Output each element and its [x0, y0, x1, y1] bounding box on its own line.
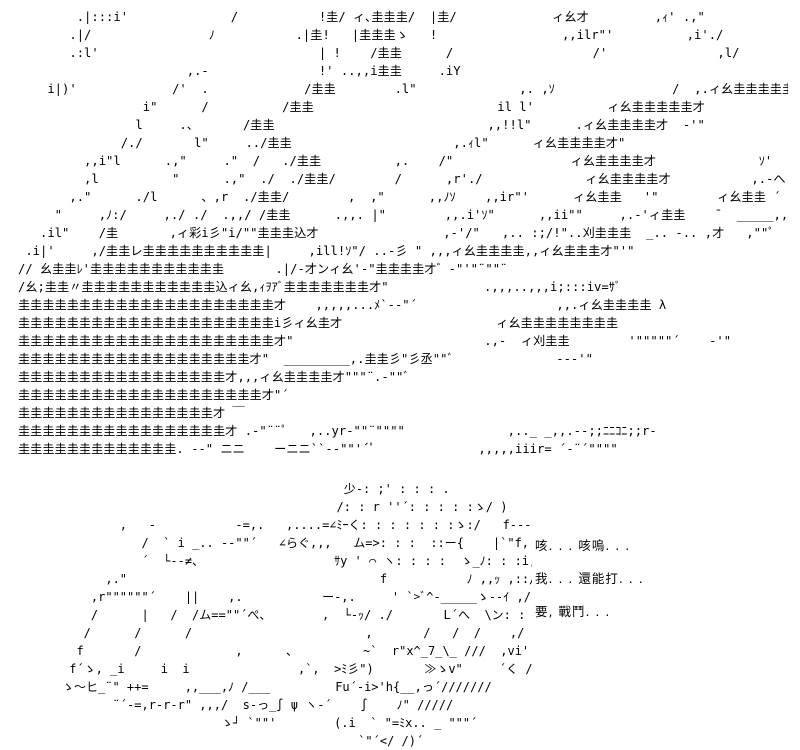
ascii-line: 圭圭圭圭圭圭圭圭圭圭圭圭圭圭圭圭才 ￣: [18, 406, 245, 420]
speed-lines-ascii-art: .|:::i' / !圭/ ィ､圭圭圭/ |圭/ ィ幺才 ,ｨ' .," ィ幺才…: [18, 8, 788, 470]
dialogue-line: 要, 戰鬥. . .: [535, 604, 611, 619]
ascii-line: ,." ./l 、,r ./圭圭/ , ," ,,ﾉｿ ,,ir"' ィ幺圭圭 …: [18, 190, 788, 204]
ascii-line: i|)' /' . /圭圭 .l" ,. ,ｿ / ,.ィ幺圭圭圭圭圭: [18, 82, 788, 96]
ascii-line: 圭圭圭圭圭圭圭圭圭圭圭圭圭圭圭圭圭圭圭圭圭i彡ィ幺圭才 ィ幺圭圭圭圭圭圭圭圭: [18, 316, 619, 330]
ascii-line: l .、 /圭圭 ,,!!l" .ィ幺圭圭圭圭才 -'": [18, 118, 705, 132]
ascii-line: i" / /圭圭 il l' ィ幺圭圭圭圭圭才: [18, 100, 705, 114]
ascii-line: / ` i _.. --""´ ∠らぐ,,, ム=>: : : ::ー{ |`"…: [62, 536, 530, 550]
ascii-line: f / , 、 ~` r"x^_7_\_ /// ,vi' /i: : / ヾ: [76, 644, 530, 658]
ascii-line: f´ゝ, _i i i ,`, >ﾐ彡") ≫ゝv" ´く //ﾍ/////: [62, 662, 532, 676]
ascii-line: /: : r ''´: : : : :ゝ/ ): [62, 500, 508, 514]
ascii-line: ¨´-=,r-r-r" ,,,/ s-っ_∫ ψ ヽ-´ ∫ ﾉ" /////: [62, 698, 454, 712]
ascii-line: /幺;圭圭〃圭圭圭圭圭圭圭圭圭圭圭込ィ幺,ｨｦｱﾞ圭圭圭圭圭圭圭才" .,,,.…: [18, 280, 621, 294]
ascii-line: .il" /圭 ,ィ彩i彡"i/""圭圭圭込才 ,-'/" ,.. :;/!".…: [18, 226, 775, 240]
ascii-line: ,,i"l .," ." / ./圭圭 ,. /" ィ幺圭圭圭圭才 ｿ': [18, 154, 773, 168]
ascii-line: // 幺圭圭ﾚ'圭圭圭圭圭圭圭圭圭圭圭 .|/-才ンィ幺'-"圭圭圭圭才゛-"'…: [18, 262, 508, 276]
ascii-line: ゝ〜ヒ_¨" ++= ,,___,ﾉ /___ Fu´-i>'h{__,っ´//…: [62, 680, 492, 694]
ascii-line: 圭圭圭圭圭圭圭圭圭圭圭圭圭圭圭圭圭圭圭才" _________,.圭圭彡"彡丞"…: [18, 352, 593, 366]
ascii-line: , - -=,. ,....=∠ﾐｰく: : : : : : :ゝ:/ f---…: [62, 518, 532, 532]
ascii-line: ,.- !' ..,,i圭圭 .iY i' rィ幺圭圭: [186, 64, 461, 78]
ascii-line: ゝ┘ `""' (.i ` "=ﾐx.. _ """´: [62, 716, 478, 730]
ascii-line: ´ └--≠、 ｻy ' ⌒ ヽ: : : : ゝ_ﾉ: : :i,: [62, 554, 532, 568]
ascii-line: 圭圭圭圭圭圭圭圭圭圭圭圭圭圭圭圭圭圭圭圭圭才 ,,,,,...ﾒ`--"´ ,,…: [18, 298, 667, 312]
ascii-line: " ,ﾉ:/ ,./ ./ .,,/ /圭圭 .,,. |" ,,.i'ｿ" ,…: [18, 208, 788, 222]
ascii-line: 圭圭圭圭圭圭圭圭圭圭圭圭圭圭圭圭圭圭圭圭才"´: [18, 388, 289, 402]
ascii-line: .|:::i' / !圭/ ィ､圭圭圭/ |圭/ ィ幺才 ,ｨ' .," ィ幺才: [18, 10, 788, 24]
ascii-line: ,." f ﾉ ,,ｯ ,::/ |: : : :ト,!: [105, 572, 532, 586]
ascii-line: 圭圭圭圭圭圭圭圭圭圭圭圭圭. --" ニニ ーニニ``--""'´ﾟ ,,,,,…: [18, 442, 618, 456]
ascii-line: .:l' | ! /圭圭 / /' ,l/ ,ﾉ才 ィ幺圭: [69, 46, 740, 60]
ascii-line: / / / , / / / ,/: [62, 626, 525, 640]
fallen-figure-ascii-art: 少-: ;' : : : . /: : r ''´: : : : :ゝ/ ) ,…: [62, 480, 532, 748]
ascii-line: 圭圭圭圭圭圭圭圭圭圭圭圭圭圭圭圭圭圭圭圭圭才" .,- ィ刈圭圭 '"""""´…: [18, 334, 732, 348]
ascii-line: 少-: ;' : : : .: [62, 482, 450, 496]
dialogue-line: 咳. . . 咳嗚. . .: [535, 538, 631, 553]
ascii-line: .|/ ﾉ .|圭! |圭圭圭ゝ ! ,,ilr"' ,i'./ ,,ィ幺才 .…: [69, 28, 724, 42]
ascii-line: ,r""""""´ || ,. ー-,. ' `>ﾞ^-_____ゝ--ｲ ,/…: [90, 590, 531, 604]
ascii-line: / | / /ム==""´ぺ、 , └-ｯ/ ./ L´へ \ン: : /\ :…: [62, 608, 532, 622]
ascii-line: /./ l" ../圭圭 ,.ｨl" ィ幺圭圭圭圭才": [18, 136, 626, 150]
ascii-line: `"´</ /)´: [62, 734, 424, 748]
ascii-line: .i|' ,/圭圭レ圭圭圭圭圭圭圭圭圭圭| ,ill!ｿ"/ ..-彡 " ,,…: [18, 244, 635, 258]
dialogue-text: 咳. . . 咳嗚. . . 我. . . 還能打. . . 要, 戰鬥. . …: [535, 537, 785, 636]
dialogue-line: 我. . . 還能打. . .: [535, 571, 644, 586]
ascii-line: ,l " .," ./ ./圭圭/ / ,r'./ ィ幺圭圭圭圭才 ,.-へ.i…: [18, 172, 788, 186]
ascii-line: 圭圭圭圭圭圭圭圭圭圭圭圭圭圭圭圭圭才 .-"¨¨ﾟ ,..yr-""¨"""" …: [18, 424, 657, 438]
ascii-line: 圭圭圭圭圭圭圭圭圭圭圭圭圭圭圭圭圭才,,,ィ幺圭圭圭圭才"""¨.-""ﾞ: [18, 370, 410, 384]
